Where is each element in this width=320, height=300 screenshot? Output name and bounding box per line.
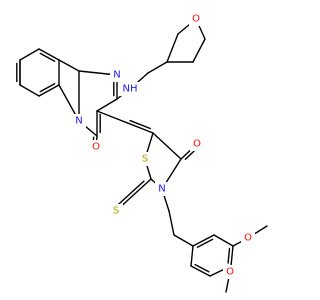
n-thiazolidine-bg xyxy=(155,182,169,196)
n-thiazolidine-label: N xyxy=(158,184,165,195)
nh-amine-label: NH xyxy=(123,84,138,95)
o-carbonyl-pyrimidinone-label: O xyxy=(92,142,100,153)
bond-vinyl-c5-second xyxy=(129,119,151,130)
o-thf-bg xyxy=(189,12,203,26)
bond-r1-r2 xyxy=(192,234,215,247)
bond-r6-r1 xyxy=(190,245,194,267)
o-methoxy-lower-bg xyxy=(223,265,237,279)
o-carbonyl-pyrimidinone-bg xyxy=(89,140,103,154)
n-bridgehead-label: N xyxy=(75,116,82,127)
bond-e2-r1 xyxy=(173,234,194,247)
s-ring-bg xyxy=(138,152,152,166)
s-thioxo-bg xyxy=(109,204,123,218)
bond-p4-p5 xyxy=(38,84,60,97)
bond-c2t-sthio-second xyxy=(118,180,145,205)
bond-p3-c9a xyxy=(58,59,80,72)
o-methoxy-upper-label: O xyxy=(244,233,252,244)
n-bridgehead-bg xyxy=(72,114,86,128)
nh-amine-bg xyxy=(118,82,142,96)
bond-c3-vinyl xyxy=(96,110,126,123)
bond-ch2-thf1 xyxy=(147,61,168,74)
bond-vinyl-c5 xyxy=(124,121,154,134)
bond-r1-r2-second xyxy=(196,238,214,248)
bond-r5-r6 xyxy=(190,265,211,277)
o-carbonyl-thiazolidine-bg xyxy=(190,137,204,151)
bond-r3-r4 xyxy=(230,245,234,267)
bond-p2-p3 xyxy=(38,48,60,61)
bond-p2-p3-second xyxy=(39,52,56,62)
bond-r3-r4-second xyxy=(227,247,231,264)
bond-r5-r6-second xyxy=(194,263,210,273)
bond-r2-r3 xyxy=(213,234,234,247)
n-pyrimidine-bg xyxy=(110,68,124,82)
bond-p1-p2 xyxy=(19,48,40,61)
o-methoxy-upper-bg xyxy=(241,231,255,245)
bond-p4-p5-second xyxy=(39,83,56,93)
bond-c2-c3 xyxy=(96,98,118,112)
o-thf-label: O xyxy=(192,14,200,25)
s-thioxo-label: S xyxy=(113,206,119,217)
o-carbonyl-thiazolidine-label: O xyxy=(193,139,201,150)
n-pyrimidine-label: N xyxy=(113,70,120,81)
bond-thf4-thf5 xyxy=(192,38,206,63)
bond-p5-p6 xyxy=(19,84,40,97)
molecule-structure: N N NH O O S N O S O O xyxy=(16,12,268,293)
s-ring-label: S xyxy=(142,154,148,165)
o-methoxy-lower-label: O xyxy=(226,267,234,278)
bond-thf1-thf2 xyxy=(166,33,179,63)
bond-e1-e2 xyxy=(168,210,175,236)
atom-label-layer: N N NH O O S N O S O O xyxy=(72,12,255,279)
bond-c4t-c5 xyxy=(152,132,182,160)
